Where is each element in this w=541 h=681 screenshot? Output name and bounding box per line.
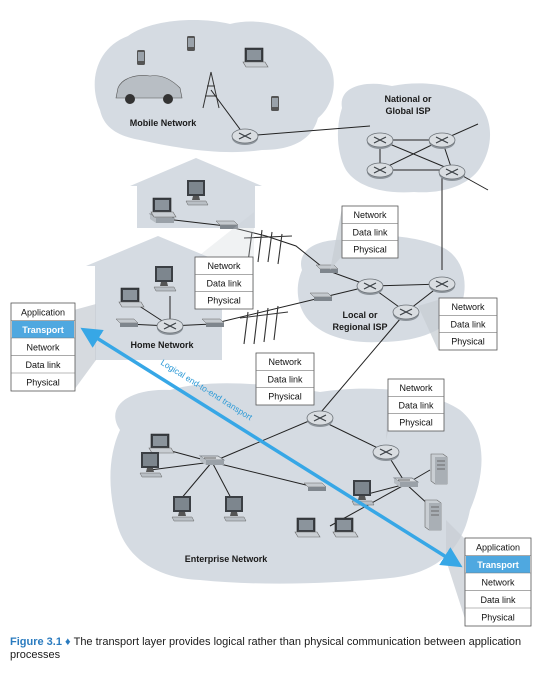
regional-isp-router-icon	[392, 304, 420, 322]
server-icon	[430, 453, 448, 485]
layer-application: Application	[476, 543, 520, 553]
layer-physical: Physical	[26, 378, 60, 388]
layer-physical: Physical	[399, 418, 433, 428]
global-isp-router-icon	[438, 164, 466, 182]
enterprise-network-label: Enterprise Network	[185, 554, 269, 564]
layer-physical: Physical	[481, 613, 515, 623]
stack-enterprise-router-left: Network Data link Physical	[255, 352, 315, 406]
layer-network: Network	[451, 302, 485, 312]
mobile-network-label: Mobile Network	[130, 118, 198, 128]
desktop-icon	[153, 265, 177, 292]
stack-left-host: Application Transport Network Data link …	[10, 302, 76, 392]
stack-home-router: Network Data link Physical	[194, 256, 254, 310]
diamond-icon: ♦	[64, 636, 71, 648]
server-icon	[424, 499, 442, 531]
stack-enterprise-router-right: Network Data link Physical	[387, 378, 445, 432]
global-isp-label: National or	[384, 94, 432, 104]
layer-physical: Physical	[451, 337, 485, 347]
stack-isp-router-top: Network Data link Physical	[341, 205, 399, 259]
network-diagram: Mobile Network National or Global ISP Lo…	[10, 20, 532, 627]
caption-text: The transport layer provides logical rat…	[10, 636, 522, 661]
regional-isp-label-line2: Regional ISP	[332, 322, 387, 332]
home-network-label: Home Network	[130, 340, 194, 350]
home-router-icon	[156, 318, 184, 336]
regional-isp-router-icon	[428, 276, 456, 294]
layer-data-link: Data link	[267, 374, 303, 384]
global-isp-router-icon	[366, 162, 394, 180]
cell-tower-icon	[202, 71, 220, 109]
global-isp-router-icon	[366, 132, 394, 150]
layer-network: Network	[207, 261, 241, 271]
figure-number: Figure 3.1	[10, 636, 62, 648]
phone-icon	[187, 36, 195, 51]
global-isp-router-icon	[428, 132, 456, 150]
regional-isp-label: Local or	[342, 310, 378, 320]
layer-network: Network	[268, 357, 302, 367]
figure-caption: Figure 3.1♦The transport layer provides …	[10, 636, 530, 662]
global-isp-label-line2: Global ISP	[385, 106, 430, 116]
layer-data-link: Data link	[450, 319, 486, 329]
layer-network: Network	[353, 210, 387, 220]
mobile-router-icon	[231, 128, 259, 146]
desktop-icon	[139, 451, 163, 478]
layer-data-link: Data link	[206, 278, 242, 288]
desktop-icon	[223, 495, 247, 522]
stack-right-host: Application Transport Network Data link …	[464, 537, 532, 627]
desktop-icon	[171, 495, 195, 522]
layer-data-link: Data link	[398, 400, 434, 410]
layer-application: Application	[21, 308, 65, 318]
layer-network: Network	[481, 578, 515, 588]
stack-isp-router-right: Network Data link Physical	[438, 297, 498, 351]
phone-icon	[271, 96, 279, 111]
car-icon	[115, 75, 183, 104]
layer-data-link: Data link	[25, 360, 61, 370]
layer-transport: Transport	[22, 325, 64, 335]
layer-physical: Physical	[207, 296, 241, 306]
layer-data-link: Data link	[480, 595, 516, 605]
layer-physical: Physical	[268, 392, 302, 402]
regional-isp-router-icon	[356, 278, 384, 296]
desktop-icon	[185, 179, 209, 206]
layer-network: Network	[399, 383, 433, 393]
layer-transport: Transport	[477, 560, 519, 570]
logical-transport-arrow	[80, 327, 463, 568]
layer-data-link: Data link	[352, 227, 388, 237]
enterprise-router-icon	[372, 444, 400, 462]
enterprise-router-icon	[306, 410, 334, 428]
layer-network: Network	[26, 343, 60, 353]
layer-physical: Physical	[353, 245, 387, 255]
phone-icon	[137, 50, 145, 65]
